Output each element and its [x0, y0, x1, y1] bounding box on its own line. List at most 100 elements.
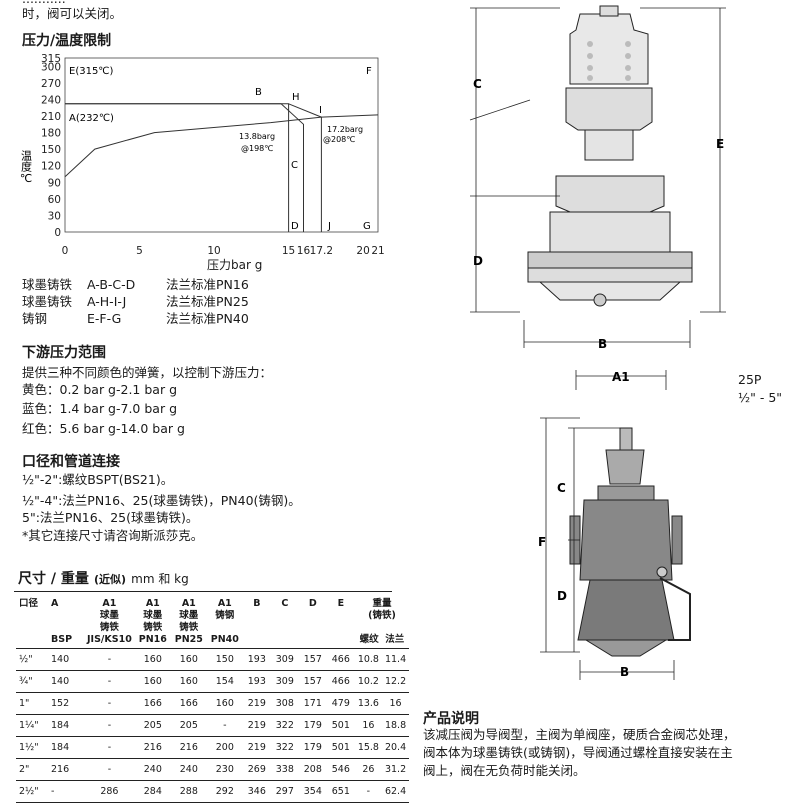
region-label-b: B [255, 87, 262, 98]
table-cell: - [84, 736, 135, 759]
annotation-17-2: 17.2barg [327, 125, 363, 134]
legend-curve-2: A-H-I-J [87, 294, 127, 309]
x-axis-label: 压力bar g [207, 258, 263, 272]
table-cell: - [354, 780, 382, 803]
x-tick-label: 0 [62, 245, 69, 257]
table-cell: 546 [326, 758, 355, 781]
table-cell: 150 [206, 648, 243, 671]
table-cell: 297 [270, 780, 299, 803]
y-tick-label: 270 [41, 78, 61, 90]
table-cell: 288 [170, 780, 207, 803]
dimensions-title-bold: 尺寸 / 重量 [18, 571, 89, 587]
table-cell: 16 [381, 692, 410, 715]
table-cell: 216 [170, 736, 207, 759]
y-tick-label: 90 [48, 177, 61, 189]
table-cell: 479 [326, 692, 355, 715]
table-cell: 166 [134, 692, 171, 715]
downstream-item-blue: 蓝色：1.4 bar g-7.0 bar g [22, 401, 177, 416]
table-cell: 1¼" [16, 714, 48, 737]
header-a-bsp: BSP [51, 634, 73, 645]
dimensions-title-paren: (近似) [93, 573, 127, 586]
table-cell: 140 [48, 670, 84, 693]
table-cell: 269 [242, 758, 271, 781]
table-cell: 160 [134, 670, 171, 693]
table-cell: 10.2 [354, 670, 382, 693]
table-cell: 2½" [16, 780, 48, 803]
table-cell: 216 [134, 736, 171, 759]
y-tick-label: 150 [41, 144, 61, 156]
region-label-a: A(232℃) [69, 113, 114, 124]
table-cell: ¾" [16, 670, 48, 693]
region-label-h: H [292, 92, 300, 103]
y-tick-label: 210 [41, 111, 61, 123]
table-cell: 31.2 [381, 758, 410, 781]
table-cell: 216 [48, 758, 84, 781]
table-cell: 501 [326, 736, 355, 759]
table-cell: 154 [206, 670, 243, 693]
top-fragment-line2: 时，阀可以关闭。 [22, 6, 123, 21]
valve-drawing-top: C E D B [469, 5, 726, 351]
region-label-g: G [363, 221, 371, 232]
header-a-label: A [51, 598, 59, 609]
table-cell: 466 [326, 648, 355, 671]
legend-material-3: 铸钢 [22, 311, 48, 326]
table-cell: 12.2 [381, 670, 410, 693]
table-cell: - [48, 780, 84, 803]
region-label-j: J [327, 221, 331, 232]
legend-rating-1: 法兰标准PN16 [166, 277, 249, 292]
table-cell: 219 [242, 736, 271, 759]
annotation-13-8: 13.8barg [239, 132, 275, 141]
connections-item-1: ½"-2":螺纹BSPT(BS21)。 [22, 472, 174, 487]
region-label-i: I [319, 105, 322, 116]
table-cell: 171 [298, 692, 327, 715]
table-cell: - [84, 692, 135, 715]
legend-rating-2: 法兰标准PN25 [166, 294, 249, 309]
table-cell: 308 [270, 692, 299, 715]
connections-item-2: ½"-4":法兰PN16、25(球墨铸铁)，PN40(铸钢)。 [22, 493, 301, 508]
downstream-title: 下游压力范围 [22, 345, 106, 361]
dim-label-a1-bottom: A1 [612, 370, 630, 384]
y-tick-label: 30 [48, 210, 61, 222]
table-cell: 160 [170, 648, 207, 671]
header-d: D [298, 596, 327, 649]
dim-label-d-top: D [473, 254, 483, 268]
table-cell: 11.4 [381, 648, 410, 671]
table-cell: 13.6 [354, 692, 382, 715]
top-fragment-line1: ........... [22, 0, 66, 7]
table-cell: 1" [16, 692, 48, 715]
table-cell: 193 [242, 648, 271, 671]
downstream-item-red: 红色：5.6 bar g-14.0 bar g [22, 421, 185, 436]
table-cell: 240 [134, 758, 171, 781]
pt-section-title: 压力/温度限制 [22, 33, 112, 49]
header-e: E [326, 596, 355, 649]
downstream-item-yellow: 黄色：0.2 bar g-2.1 bar g [22, 382, 177, 397]
x-tick-label: 17.2 [310, 245, 333, 257]
table-cell: 208 [298, 758, 327, 781]
table-cell: 200 [206, 736, 243, 759]
dimensions-title-units: mm 和 kg [131, 572, 189, 586]
table-cell: 20.4 [381, 736, 410, 759]
x-tick-label: 16 [297, 245, 311, 257]
table-cell: 157 [298, 648, 327, 671]
legend-curve-1: A-B-C-D [87, 277, 136, 292]
table-cell: 501 [326, 714, 355, 737]
table-cell: 179 [298, 714, 327, 737]
table-cell: 322 [270, 736, 299, 759]
x-tick-label: 15 [282, 245, 295, 257]
dimensions-title: 尺寸 / 重量 (近似) mm 和 kg [18, 568, 189, 588]
table-cell: 16 [354, 714, 382, 737]
legend-material-2: 球墨铸铁 [22, 294, 73, 309]
table-cell: 2" [16, 758, 48, 781]
table-cell: 292 [206, 780, 243, 803]
table-cell: 18.8 [381, 714, 410, 737]
table-cell: - [84, 714, 135, 737]
table-cell: - [84, 648, 135, 671]
description-line-2: 阀本体为球墨铸铁(或铸钢)，导阀通过螺栓直接安装在主 [423, 745, 733, 760]
